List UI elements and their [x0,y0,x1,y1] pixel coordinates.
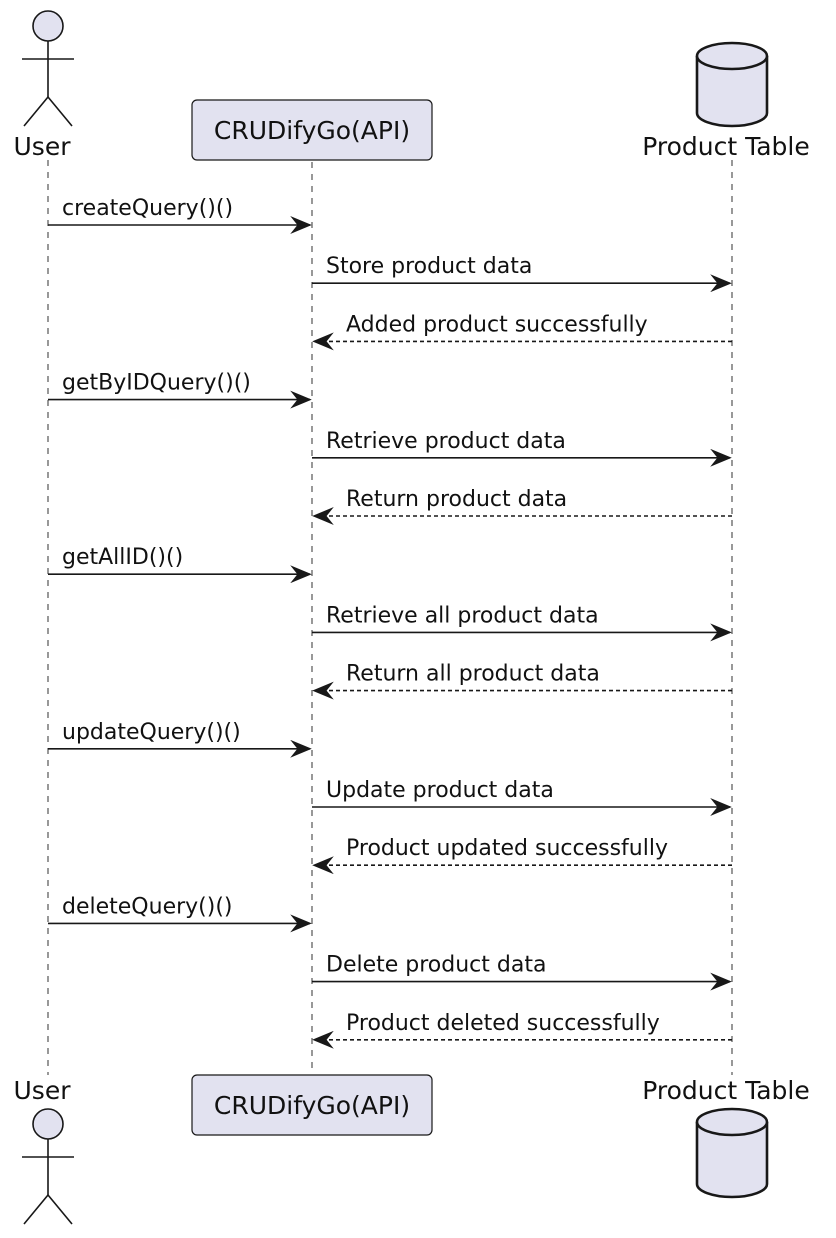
message-label: getAllID()() [62,545,183,570]
db-label-top: Product Table [642,132,810,161]
database-icon [695,1107,769,1199]
db-participant-bottom: Product Table [642,1076,810,1199]
message-14: Delete product data [312,953,732,991]
message-label: Retrieve product data [326,429,566,454]
message-label: deleteQuery()() [62,894,233,919]
api-label-top: CRUDifyGo(API) [214,116,410,145]
message-3: Added product successfully [312,312,732,351]
message-2: Store product data [312,254,732,293]
message-6: Return product data [312,487,732,525]
db-label-bottom: Product Table [642,1076,810,1105]
message-7: getAllID()() [48,545,312,584]
message-label: updateQuery()() [62,720,241,745]
message-5: Retrieve product data [312,429,732,467]
message-label: Product updated successfully [346,836,668,861]
participant-box [191,1074,433,1136]
message-10: updateQuery()() [48,720,312,758]
message-label: Store product data [326,254,532,279]
db-participant-top: Product Table [642,41,810,161]
message-4: getByIDQuery()() [48,371,312,409]
participant-box [191,99,433,161]
user-actor-bottom: User [14,1076,74,1225]
message-label: Product deleted successfully [346,1011,660,1036]
message-11: Update product data [312,778,732,816]
actor-icon [22,1108,74,1225]
message-label: Added product successfully [346,312,648,337]
message-label: Return all product data [346,662,600,687]
message-15: Product deleted successfully [312,1011,732,1049]
database-icon [695,41,769,128]
api-participant-bottom: CRUDifyGo(API) [191,1074,433,1136]
message-1: createQuery()() [48,196,312,234]
message-8: Retrieve all product data [312,603,732,642]
message-label: Return product data [346,487,567,512]
message-label: Update product data [326,778,554,803]
message-12: Product updated successfully [312,836,732,875]
user-label-bottom: User [14,1076,72,1105]
message-13: deleteQuery()() [48,894,312,933]
message-label: getByIDQuery()() [62,371,251,396]
user-actor-top: User [14,10,74,161]
message-label: Retrieve all product data [326,603,599,628]
message-label: createQuery()() [62,196,233,221]
api-label-bottom: CRUDifyGo(API) [214,1091,410,1120]
message-label: Delete product data [326,953,546,978]
user-label-top: User [14,132,72,161]
message-9: Return all product data [312,662,732,700]
actor-icon [22,10,74,127]
api-participant-top: CRUDifyGo(API) [191,99,433,161]
